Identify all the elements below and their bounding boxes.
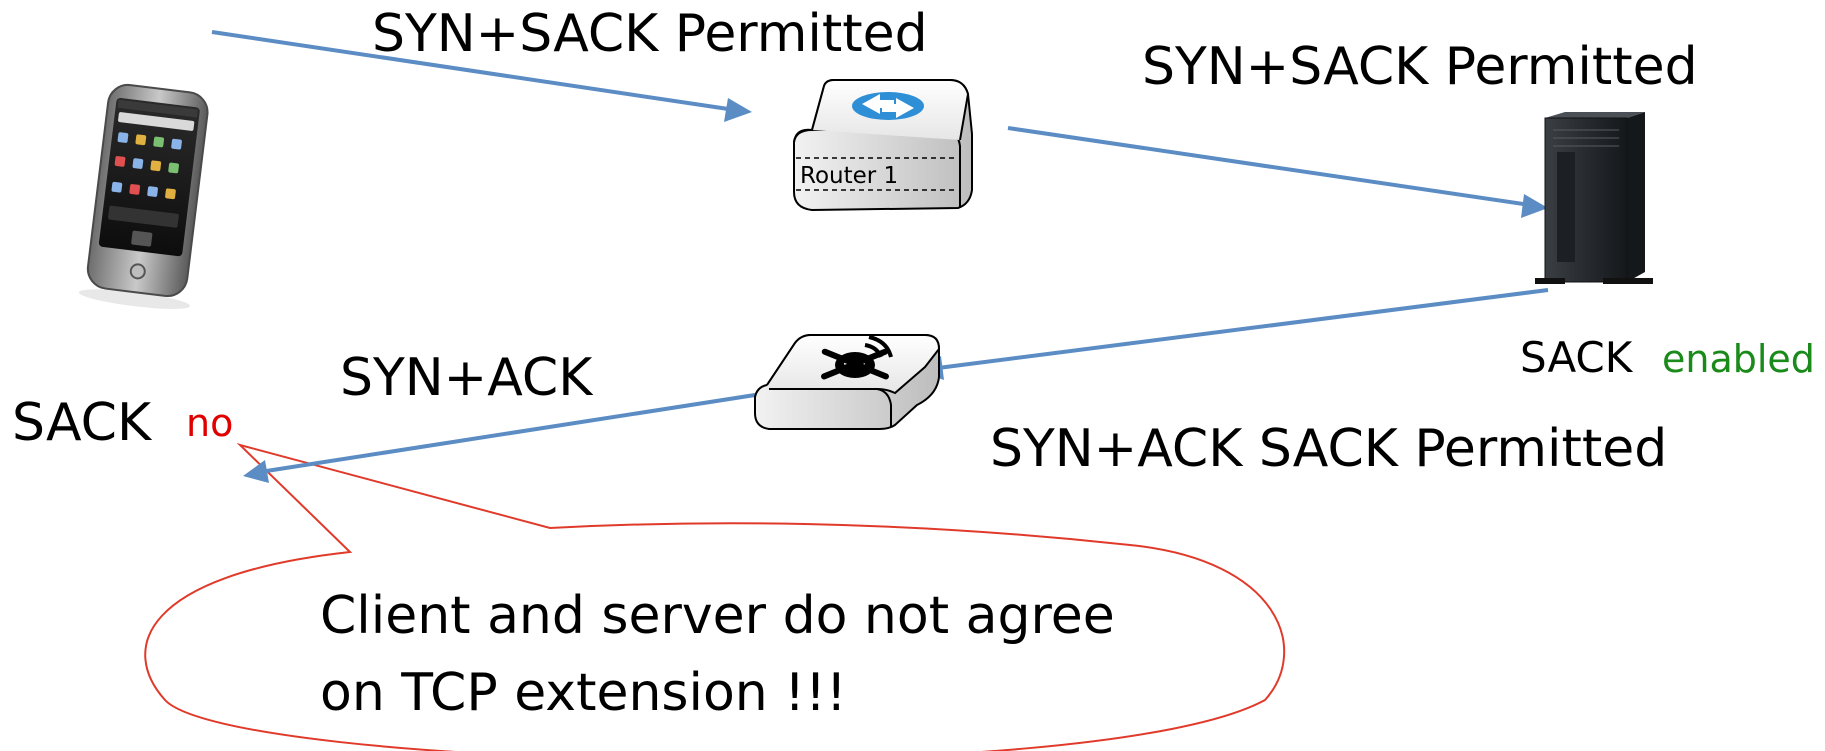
- label-server-to-middlebox: SYN+ACK SACK Permitted: [990, 419, 1667, 479]
- arrows: [211, 30, 1549, 483]
- client-sack-status: SACK no: [12, 393, 233, 453]
- router-label: Router 1: [800, 163, 898, 189]
- label-client-to-router: SYN+SACK Permitted: [372, 4, 928, 64]
- arrow-server-to-middlebox: [937, 288, 1549, 370]
- middlebox-device: [754, 334, 941, 430]
- arrow-head-router-to-server: [1521, 194, 1548, 218]
- labels: SYN+SACK Permitted SYN+SACK Permitted SY…: [340, 4, 1698, 479]
- label-middlebox-to-client: SYN+ACK: [340, 348, 594, 408]
- callout-shape: [144, 443, 1286, 751]
- client-sack-value: no: [186, 401, 233, 445]
- smartphone-icon: [78, 83, 209, 309]
- arrow-head-client-to-router: [724, 98, 752, 122]
- router-device: Router 1: [793, 79, 973, 212]
- callout-line-1: Client and server do not agree: [320, 586, 1115, 646]
- server-sack-value: enabled: [1662, 337, 1815, 381]
- arrow-head-middlebox-to-client: [243, 460, 269, 483]
- server-sack-status: SACK enabled: [1520, 333, 1815, 382]
- callout-text: Client and server do not agree on TCP ex…: [320, 586, 1115, 723]
- client-sack-label: SACK: [12, 393, 153, 453]
- callout-line-2: on TCP extension !!!: [320, 663, 847, 723]
- skull-crossbones-icon: [821, 335, 893, 380]
- router-arrows-icon: [852, 92, 924, 120]
- label-router-to-server: SYN+SACK Permitted: [1142, 37, 1698, 97]
- server-icon: [1535, 112, 1653, 284]
- server-sack-label: SACK: [1520, 333, 1634, 382]
- callout-bubble: [144, 443, 1286, 751]
- arrow-router-to-server: [1007, 126, 1531, 207]
- arrow-middlebox-to-client: [259, 393, 756, 474]
- arrow-client-to-router: [211, 30, 736, 112]
